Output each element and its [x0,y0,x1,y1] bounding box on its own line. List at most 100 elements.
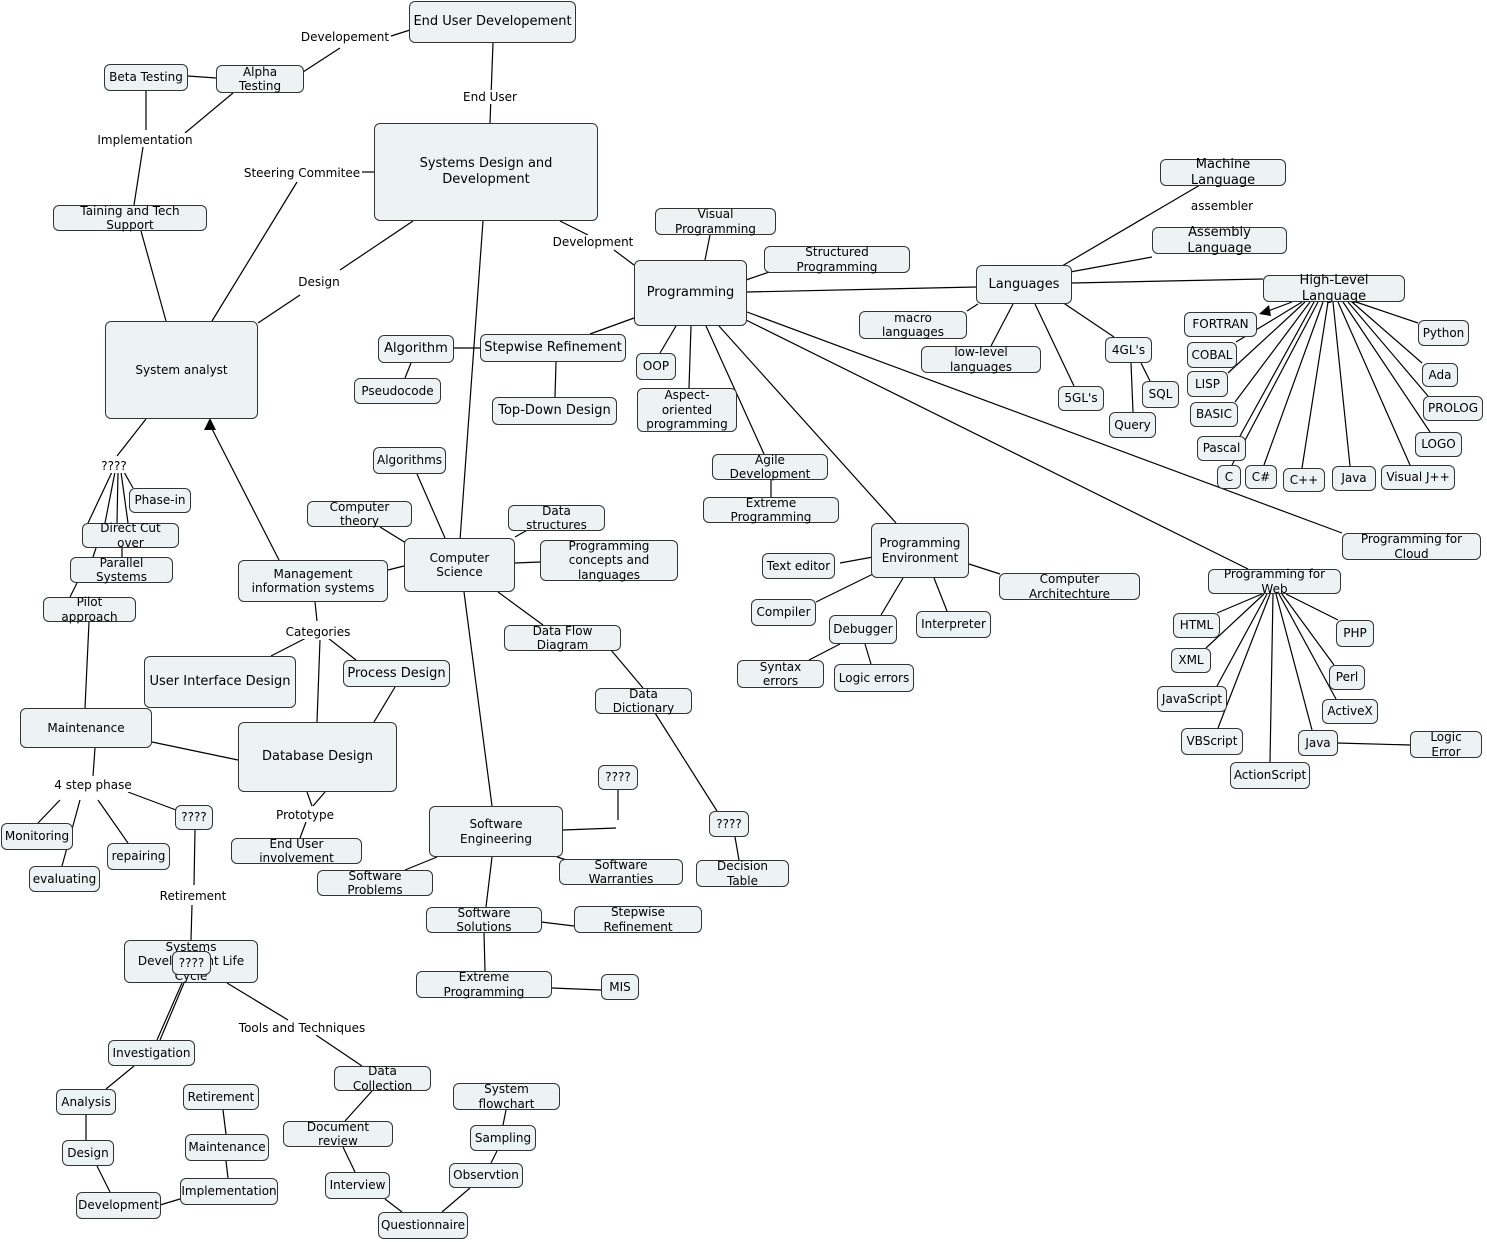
csharp-node[interactable]: C# [1245,465,1277,489]
programming-environment-node[interactable]: Programming Environment [871,523,969,578]
computer-architecture-node[interactable]: Computer Architechture [999,572,1140,601]
parallel-systems-node[interactable]: Parallel Systems [70,556,173,584]
prolog-node[interactable]: PROLOG [1423,396,1483,421]
c-node[interactable]: C [1217,465,1241,489]
structured-programming-node[interactable]: Structured Programming [764,245,910,274]
actionscript-node[interactable]: ActionScript [1230,762,1310,789]
direct-cut-over-node[interactable]: Direct Cut over [82,521,179,550]
data-flow-diagram-node[interactable]: Data Flow Diagram [504,624,621,652]
agile-development-node[interactable]: Agile Development [712,453,828,481]
systems-design-and-development-node[interactable]: Systems Design and Development [374,123,598,221]
questionnaire-node[interactable]: Questionnaire [378,1212,468,1239]
alpha-testing-node[interactable]: Alpha Testing [216,65,304,93]
training-and-tech-support-node[interactable]: Taining and Tech Support [53,204,207,232]
system-flowchart-node[interactable]: System flowchart [453,1082,560,1111]
data-dictionary-node[interactable]: Data Dictionary [595,687,692,715]
top-down-design-node[interactable]: Top-Down Design [492,397,617,425]
visual-programming-node[interactable]: Visual Programming [655,207,776,236]
algorithms-node[interactable]: Algorithms [373,447,446,474]
aspect-oriented-programming-node[interactable]: Aspect-oriented programming [637,388,737,432]
text-editor-node[interactable]: Text editor [762,553,835,579]
fifth-gl-node[interactable]: 5GL's [1058,386,1104,411]
sdlc-unknown-node[interactable]: ???? [172,951,211,975]
implementation-step-node[interactable]: Implementation [180,1178,278,1205]
phase-in-node[interactable]: Phase-in [129,488,191,513]
end-user-developement-node[interactable]: End User Developement [409,1,576,43]
monitoring-node[interactable]: Monitoring [1,823,73,850]
visual-jpp-node[interactable]: Visual J++ [1381,465,1455,490]
data-collection-node[interactable]: Data Collection [334,1064,431,1093]
logic-errors-node[interactable]: Logic errors [834,664,914,692]
perl-node[interactable]: Perl [1329,665,1365,690]
sql-node[interactable]: SQL [1142,381,1179,408]
javascript-node[interactable]: JavaScript [1157,686,1227,712]
stepwise-refinement-node[interactable]: Stepwise Refinement [480,334,626,362]
programming-node[interactable]: Programming [634,260,747,326]
programming-for-web-node[interactable]: Programming for Web [1208,567,1341,596]
php-node[interactable]: PHP [1336,620,1374,647]
investigation-node[interactable]: Investigation [108,1040,195,1066]
assembly-language-node[interactable]: Assembly Language [1152,225,1287,256]
extreme-programming-solutions-node[interactable]: Extreme Programming [416,970,552,999]
interpreter-node[interactable]: Interpreter [916,611,991,638]
maintenance-node[interactable]: Maintenance [20,708,152,748]
programming-concepts-node[interactable]: Programming concepts and languages [540,539,678,582]
debugger-node[interactable]: Debugger [829,615,897,644]
extreme-programming-node[interactable]: Extreme Programming [703,496,839,524]
query-node[interactable]: Query [1109,412,1156,438]
analysis-node[interactable]: Analysis [56,1089,116,1115]
languages-node[interactable]: Languages [976,265,1072,304]
interview-node[interactable]: Interview [325,1172,390,1199]
java-language-node[interactable]: Java [1332,466,1376,491]
development-step-node[interactable]: Development [76,1192,161,1219]
pseudocode-node[interactable]: Pseudocode [354,378,441,404]
high-level-language-node[interactable]: High-Level Language [1263,273,1405,304]
dictionary-unknown-node[interactable]: ???? [709,811,749,837]
oop-node[interactable]: OOP [636,353,676,380]
data-structures-node[interactable]: Data structures [508,504,605,532]
algorithm-node[interactable]: Algorithm [378,335,454,363]
java-web-node[interactable]: Java [1298,730,1338,756]
beta-testing-node[interactable]: Beta Testing [104,64,188,91]
repairing-node[interactable]: repairing [107,843,170,870]
observation-node[interactable]: Observtion [449,1163,523,1188]
python-node[interactable]: Python [1418,320,1469,346]
ada-node[interactable]: Ada [1422,363,1458,387]
syntax-errors-node[interactable]: Syntax errors [737,660,824,688]
pascal-node[interactable]: Pascal [1197,436,1246,461]
computer-science-node[interactable]: Computer Science [404,538,515,592]
lisp-node[interactable]: LISP [1187,371,1228,397]
xml-node[interactable]: XML [1171,648,1211,673]
fourth-gl-node[interactable]: 4GL's [1105,337,1152,363]
compiler-node[interactable]: Compiler [751,599,816,626]
vbscript-node[interactable]: VBScript [1181,728,1243,755]
database-design-node[interactable]: Database Design [238,722,397,792]
computer-theory-node[interactable]: Computer theory [307,500,412,528]
evaluating-node[interactable]: evaluating [29,866,100,892]
macro-languages-node[interactable]: macro languages [859,311,967,339]
software-warranties-node[interactable]: Software Warranties [559,858,683,886]
design-step-node[interactable]: Design [62,1140,114,1166]
sampling-node[interactable]: Sampling [470,1125,536,1151]
software-engineering-unknown-node[interactable]: ???? [598,765,638,790]
software-solutions-node[interactable]: Software Solutions [426,906,542,934]
management-information-systems-node[interactable]: Management information systems [238,560,388,602]
basic-node[interactable]: BASIC [1190,402,1238,427]
retirement-step-node[interactable]: Retirement [183,1084,259,1110]
programming-for-cloud-node[interactable]: Programming for Cloud [1342,532,1481,561]
retirement-unknown-node[interactable]: ???? [175,805,213,830]
process-design-node[interactable]: Process Design [343,660,450,687]
stepwise-refinement-solutions-node[interactable]: Stepwise Refinement [574,905,702,934]
activex-node[interactable]: ActiveX [1322,699,1378,724]
mis-node[interactable]: MIS [601,974,639,1000]
pilot-approach-node[interactable]: Pilot approach [43,595,136,624]
system-analyst-node[interactable]: System analyst [105,321,258,419]
cpp-node[interactable]: C++ [1283,468,1325,492]
maintenance-step-node[interactable]: Maintenance [185,1134,269,1161]
html-node[interactable]: HTML [1173,613,1220,638]
machine-language-node[interactable]: Machine Language [1160,157,1286,188]
decision-table-node[interactable]: Decision Table [696,859,789,888]
end-user-involvement-node[interactable]: End User involvement [231,837,362,865]
cobal-node[interactable]: COBAL [1187,342,1237,368]
software-engineering-node[interactable]: Software Engineering [429,806,563,857]
